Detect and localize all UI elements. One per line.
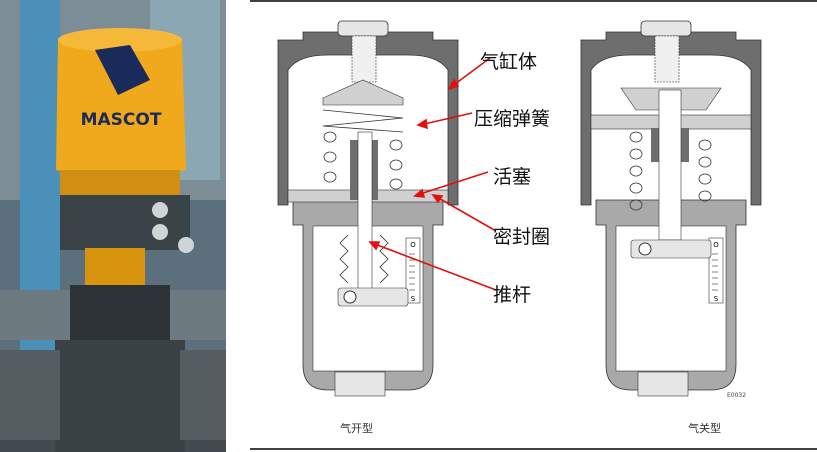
caption-air-to-open: 气开型 <box>340 422 373 435</box>
air-close-actuator <box>580 20 762 397</box>
label-push-rod: 推杆 <box>493 284 532 306</box>
callout-arrows <box>368 57 497 291</box>
figure-code: E0032 <box>727 392 747 399</box>
caption-air-to-close: 气关型 <box>688 422 721 435</box>
valve-photo: MASCOT <box>0 0 226 452</box>
actuator-cross-section-diagram: O S <box>250 0 817 450</box>
air-open-actuator <box>277 20 459 397</box>
label-piston: 活塞 <box>493 166 532 188</box>
label-cylinder-body: 气缸体 <box>480 51 538 73</box>
svg-text:MASCOT: MASCOT <box>81 110 162 130</box>
label-seal-ring: 密封圈 <box>493 226 551 248</box>
label-compression-spring: 压缩弹簧 <box>474 108 551 130</box>
